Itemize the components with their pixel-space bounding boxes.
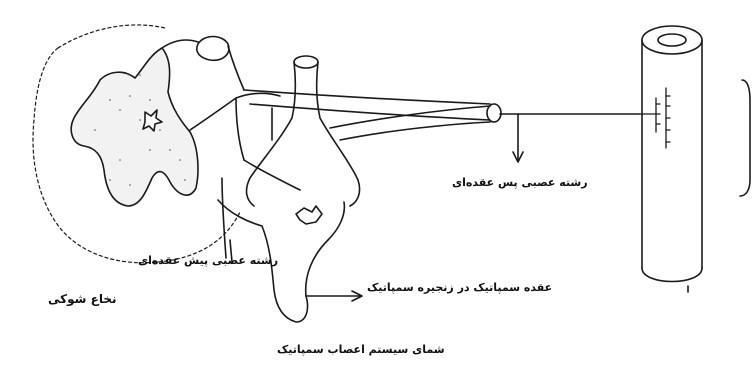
dorsal-root: [162, 40, 198, 48]
ganglion-neuron: [296, 206, 322, 224]
postganglionic-fiber-lower: [340, 122, 490, 140]
target-organ-cylinder: [642, 26, 702, 292]
white-ramus: [236, 98, 244, 160]
postganglionic-fiber-upper: [330, 106, 490, 128]
grey-matter: [71, 48, 198, 206]
spinal-nerve-lower: [250, 104, 490, 120]
spinal-nerve-upper: [244, 90, 490, 104]
spinal-cord-outline-top: [58, 25, 165, 48]
postganglionic-fiber-label: رشته عصبی پس عقده‌ای: [452, 177, 588, 188]
fiber-end-cap: [487, 104, 501, 122]
diagram-caption: شمای سیستم اعصاب سمپاتیک: [277, 344, 445, 355]
cropped-right-bracket: [740, 80, 750, 196]
preganglionic-fiber: [222, 178, 226, 258]
sympathetic-trunk-right: [317, 62, 360, 206]
spinal-cord-label: نخاع شوکی: [48, 293, 116, 305]
dorsal-root-ganglion: [197, 37, 229, 61]
sympathetic-ganglion-label: عقده سمپاتیک در زنجیره سمپاتیک: [367, 282, 552, 293]
nerve-terminals: [640, 88, 670, 148]
preganglionic-fiber-label: رشته عصبی پیش عقده‌ای: [138, 255, 278, 266]
dorsal-root-out: [228, 46, 244, 90]
sympathetic-trunk-top: [294, 56, 318, 68]
ventral-root: [190, 93, 280, 130]
